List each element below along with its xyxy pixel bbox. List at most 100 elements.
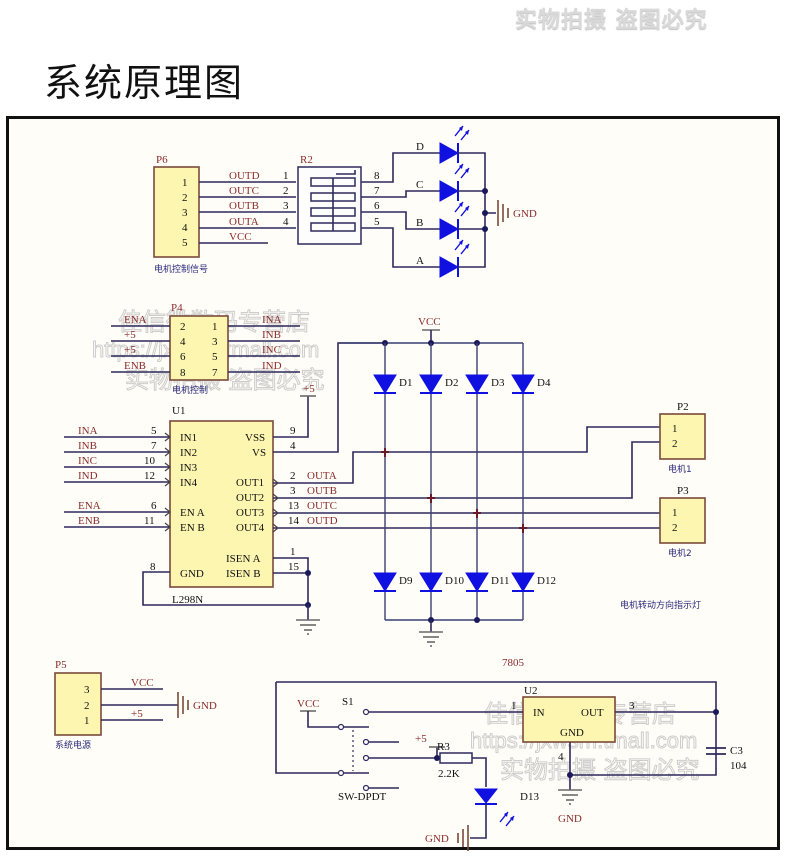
p3-body	[659, 497, 706, 544]
gnd-label: GND	[513, 208, 537, 220]
net-label: INC	[262, 344, 281, 356]
u1-pin: 14	[288, 515, 300, 527]
u1-pin: 6	[151, 500, 157, 512]
led-icon	[439, 218, 459, 240]
p2-ref: P2	[677, 401, 689, 413]
p4-pin: 1	[212, 321, 218, 333]
p4-pin: 5	[212, 351, 218, 363]
diode-icon	[511, 572, 535, 592]
capacitor-c3-icon	[706, 747, 726, 755]
diode-icon	[373, 572, 397, 592]
p3-caption: 电机2	[668, 547, 692, 559]
diode-icon	[419, 374, 443, 394]
resistor-r3	[439, 752, 473, 764]
diode-icon	[511, 374, 535, 394]
u2-pin: 4	[558, 751, 564, 763]
net-label: OUTA	[229, 216, 259, 228]
p6-body	[153, 166, 200, 258]
net-label: OUTC	[307, 500, 337, 512]
watermark-notice-2: 实物拍摄 盗图必究	[500, 756, 700, 784]
u1-pin: 2	[290, 470, 296, 482]
u2-pin-name: IN	[533, 707, 545, 719]
gnd-icon	[457, 825, 469, 851]
light-arrows-icon	[454, 163, 470, 179]
p6-caption: 电机控制信号	[154, 263, 208, 275]
net-label: OUTD	[307, 515, 338, 527]
p2-pin: 1	[672, 423, 678, 435]
r2-pin: 1	[283, 170, 289, 182]
u1-pin-name: IN2	[180, 447, 197, 459]
vcc-label: VCC	[297, 698, 320, 710]
u1-ref: U1	[172, 405, 185, 417]
p5-pin: 2	[84, 700, 90, 712]
p4-caption: 电机控制	[172, 384, 208, 396]
gnd-icon	[177, 692, 189, 718]
p4-ref: P4	[171, 302, 183, 314]
net-label: IND	[262, 360, 282, 372]
r2-pin: 7	[374, 185, 380, 197]
diode-icon	[419, 572, 443, 592]
p2-pin: 2	[672, 438, 678, 450]
p6-pin: 3	[182, 207, 188, 219]
u1-pin-name: OUT4	[236, 522, 265, 534]
gnd-icon	[497, 200, 509, 226]
net-label: ENA	[124, 314, 147, 326]
u1-pin-name: OUT1	[236, 477, 264, 489]
net-label: IND	[78, 470, 98, 482]
p4-pin: 7	[212, 367, 218, 379]
diode-icon	[465, 374, 489, 394]
u1-pin-name: OUT3	[236, 507, 265, 519]
p6-pin: 1	[182, 177, 188, 189]
gnd-label: GND	[558, 813, 582, 825]
p4-pin: 3	[212, 336, 218, 348]
reg-part: 7805	[502, 657, 525, 669]
p3-pin: 1	[672, 507, 678, 519]
p4-pin: 4	[180, 336, 186, 348]
net-label: INA	[78, 425, 98, 437]
p5-pin: 3	[84, 684, 90, 696]
diode-ref: D9	[399, 575, 413, 587]
r3-value: 2.2K	[438, 768, 460, 780]
u1-pin: 11	[144, 515, 155, 527]
light-arrows-icon	[454, 239, 470, 255]
connector-p6: P6 1 2 3 4 5 电机控制信号 OUTD OUTC OUTB OUTA …	[153, 154, 296, 275]
diode-ref: D2	[445, 377, 458, 389]
net-label: INB	[262, 329, 281, 341]
u1-pin: 13	[288, 500, 300, 512]
r2-pin: 8	[374, 170, 380, 182]
p3-ref: P3	[677, 485, 689, 497]
u1-pin-name: IN4	[180, 477, 198, 489]
top-watermark: 实物拍摄 盗图必究	[515, 8, 708, 33]
net-label: +5	[124, 329, 136, 341]
p6-pin: 4	[182, 222, 188, 234]
u1-pin-name: ISEN A	[226, 553, 261, 565]
u1-pin-name: GND	[180, 568, 204, 580]
u1-pin: 4	[290, 440, 296, 452]
led-icon	[439, 180, 459, 202]
diode-ref: D12	[537, 575, 556, 587]
switch-ref: S1	[342, 696, 354, 708]
gnd-label: GND	[425, 833, 449, 845]
net-label: +5	[131, 708, 143, 720]
u2-pin: 3	[629, 700, 635, 712]
diode-icon	[465, 572, 489, 592]
u1-body	[169, 420, 274, 588]
u2-pin-name: GND	[560, 727, 584, 739]
cap-ref: C3	[730, 745, 743, 757]
u2-pin-name: OUT	[581, 707, 604, 719]
u2-pin: 1	[511, 700, 517, 712]
u1-pin: 15	[288, 561, 300, 573]
u2-body	[522, 696, 616, 743]
r2-pin: 4	[283, 216, 289, 228]
net-label: OUTC	[229, 185, 259, 197]
led-icon	[439, 256, 459, 278]
u1-part: L298N	[172, 594, 203, 606]
indicator-leds: D C B A GND	[416, 125, 537, 278]
diode-bridge: VCC D1 D2 D3 D4 D9 D10 D11 D12	[338, 316, 701, 647]
r2-pin: 3	[283, 200, 289, 212]
p2-caption: 电机1	[668, 463, 692, 475]
diode-ref: D4	[537, 377, 551, 389]
led-label: C	[416, 179, 423, 191]
p5-ref: P5	[55, 659, 67, 671]
